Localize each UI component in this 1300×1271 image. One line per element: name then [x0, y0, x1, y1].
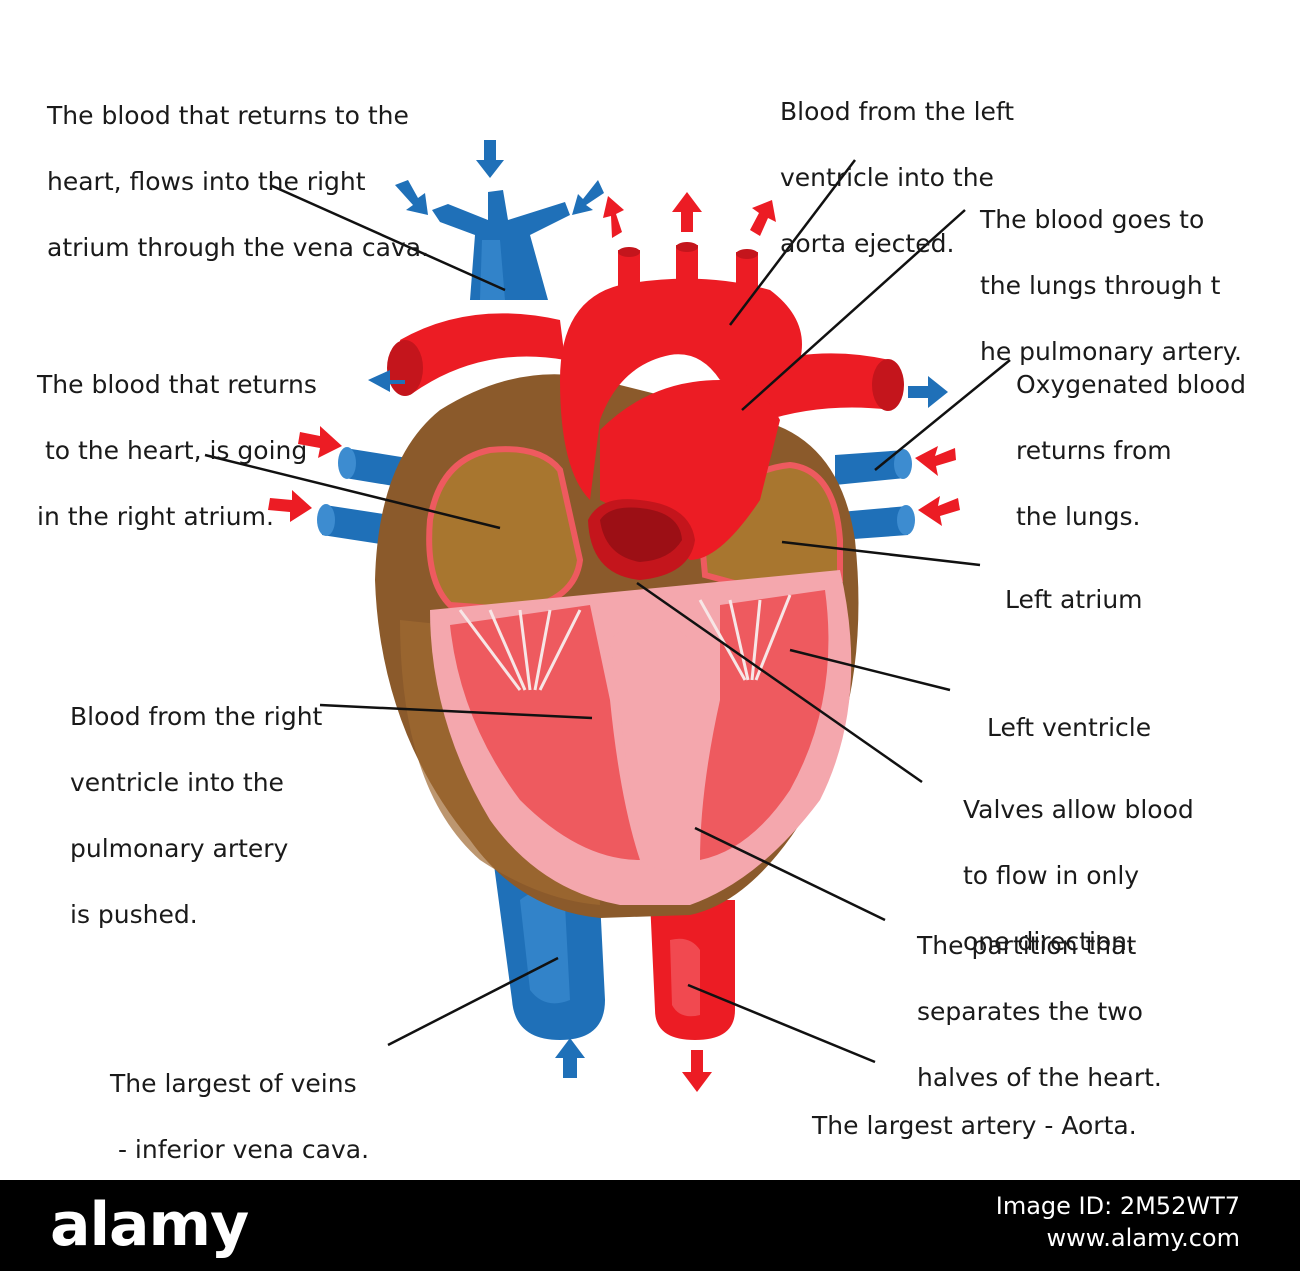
label-line: pulmonary artery — [70, 834, 289, 863]
watermark-footer: alamy Image ID: 2M52WT7 www.alamy.com — [0, 1180, 1300, 1271]
leader-left-atrium — [781, 540, 981, 567]
leader-oxygenated — [874, 359, 1011, 471]
label-line: The blood that returns — [37, 370, 317, 399]
site-url: www.alamy.com — [1046, 1224, 1240, 1252]
leader-aorta — [687, 983, 876, 1064]
pulmonary-trunk — [588, 380, 780, 580]
label-line: he pulmonary artery. — [980, 337, 1242, 366]
leader-valves — [636, 581, 923, 784]
label-right-ventricle: Blood from the right ventricle into the … — [70, 667, 322, 964]
label-line: The blood goes to — [980, 205, 1205, 234]
label-line: in the right atrium. — [37, 502, 274, 531]
left-pulmonary-veins — [835, 449, 915, 540]
label-line: ventricle into the — [70, 768, 284, 797]
label-line: Blood from the right — [70, 702, 323, 731]
label-aorta-ejected: Blood from the left ventricle into the a… — [780, 62, 1014, 293]
label-partition: The partition that separates the two hal… — [917, 896, 1162, 1127]
label-line: The partition that — [917, 931, 1137, 960]
label-line: ventricle into the — [780, 163, 994, 192]
leader-inferior-vena-cava — [387, 956, 559, 1047]
brand-logo: alamy — [50, 1190, 249, 1260]
heart-diagram: The blood that returns to the heart, flo… — [37, 62, 1246, 1175]
label-line: the lungs through t — [980, 271, 1221, 300]
right-ventricle-chamber — [450, 605, 640, 860]
label-inferior-vena-cava: The largest of veins - inferior vena cav… — [110, 1034, 369, 1199]
label-pulmonary-artery: The blood goes to the lungs through t he… — [980, 170, 1242, 401]
label-line: Left atrium — [1005, 585, 1143, 614]
label-left-atrium: Left atrium — [1005, 550, 1143, 649]
label-line: atrium through the vena cava. — [47, 233, 430, 262]
label-line: Oxygenated blood — [1016, 370, 1246, 399]
descending-aorta-vessel — [650, 900, 735, 1040]
leader-right-atrium — [204, 453, 501, 530]
label-line: Valves allow blood — [963, 795, 1194, 824]
label-line: Blood from the left — [780, 97, 1015, 126]
septum-partition — [610, 620, 700, 870]
label-line: one direction. — [963, 927, 1135, 956]
label-valves: Valves allow blood to flow in only one d… — [963, 760, 1194, 991]
label-line: Left ventricle — [987, 713, 1152, 742]
label-line: is pushed. — [70, 900, 198, 929]
label-line: heart, flows into the right — [47, 167, 366, 196]
leader-aorta-ejected — [729, 159, 856, 326]
leader-left-ventricle — [789, 648, 951, 692]
label-line: - inferior vena cava. — [110, 1135, 370, 1164]
leader-partition — [694, 826, 886, 922]
label-line: halves of the heart. — [917, 1063, 1162, 1092]
leader-vena-cava — [269, 183, 506, 292]
aortic-arch — [560, 242, 802, 500]
label-line: returns from — [1016, 436, 1172, 465]
heart-illustration — [204, 140, 1011, 1092]
label-right-atrium: The blood that returns to the heart, is … — [37, 335, 317, 566]
blue-flow-arrows — [368, 140, 948, 1078]
leader-pulmonary-artery — [741, 209, 966, 411]
label-vena-cava: The blood that returns to the heart, flo… — [47, 66, 429, 297]
label-line: to the heart, is going — [37, 436, 308, 465]
leader-right-ventricle — [319, 703, 593, 720]
right-atrium-chamber — [426, 446, 584, 614]
image-id-block: Image ID: 2M52WT7 www.alamy.com — [996, 1190, 1240, 1254]
image-id: Image ID: 2M52WT7 — [995, 1192, 1240, 1220]
label-aorta: The largest artery - Aorta. — [812, 1076, 1137, 1175]
label-line: The blood that returns to the — [47, 101, 409, 130]
label-line: aorta ejected. — [780, 229, 955, 258]
label-line: the lungs. — [1016, 502, 1141, 531]
valve-chordae — [458, 594, 792, 691]
red-flow-arrows — [268, 192, 960, 1092]
superior-vena-cava — [432, 190, 570, 300]
label-line: The largest artery - Aorta. — [812, 1111, 1137, 1140]
label-line: separates the two — [917, 997, 1143, 1026]
leader-lines — [204, 159, 1011, 1064]
label-line: to flow in only — [963, 861, 1140, 890]
label-oxygenated: Oxygenated blood returns from the lungs. — [1016, 335, 1246, 566]
label-line: The largest of veins — [110, 1069, 357, 1098]
label-left-ventricle: Left ventricle — [987, 678, 1151, 777]
